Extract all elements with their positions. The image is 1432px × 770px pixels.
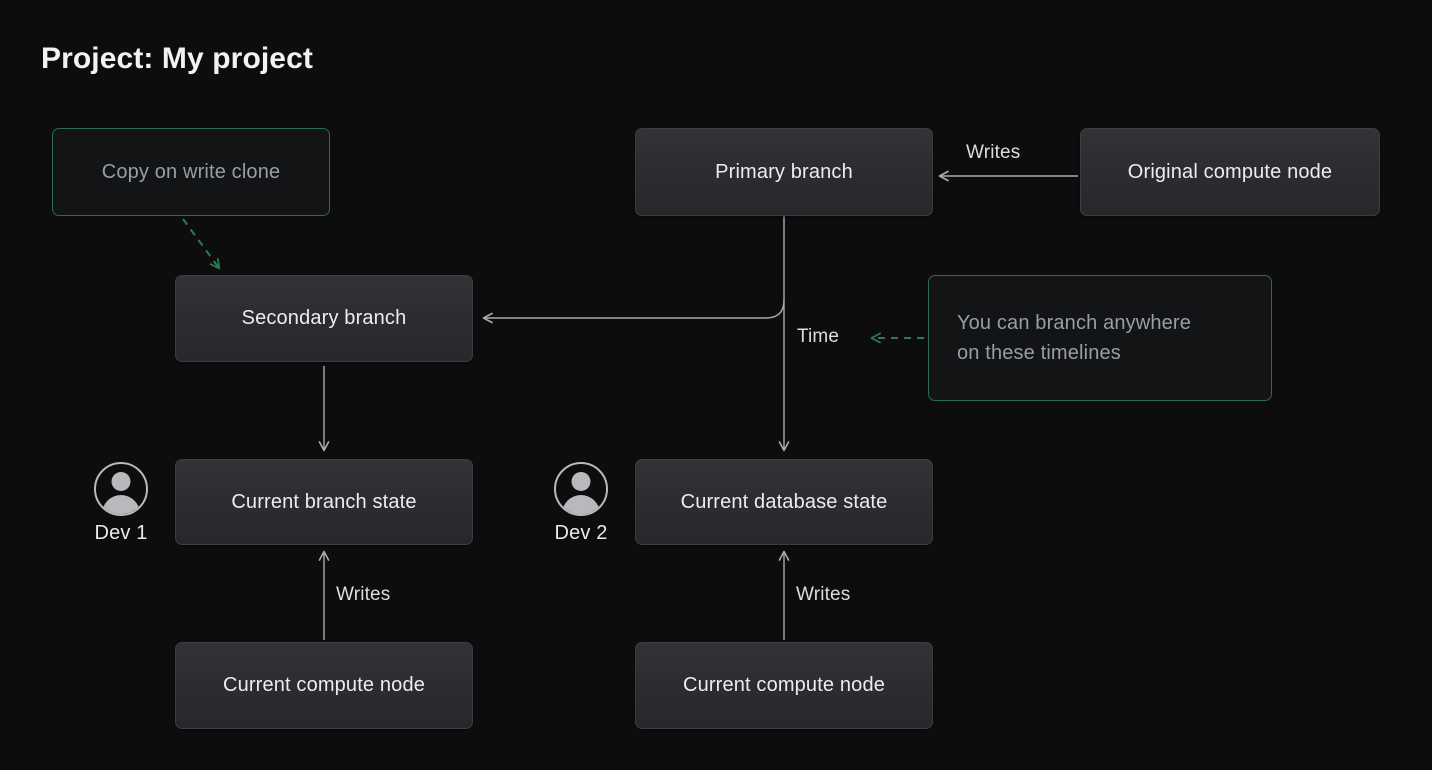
node-secondary-branch-label: Secondary branch <box>241 307 407 329</box>
node-current-database-state-label: Current database state <box>680 490 888 513</box>
node-current-compute-node-left-label: Current compute node <box>222 674 425 696</box>
edge-label-writes-left: Writes <box>336 584 391 605</box>
user-avatar-icon <box>94 462 148 516</box>
actor-dev-2: Dev 2 <box>554 462 608 545</box>
actor-dev-1: Dev 1 <box>94 462 148 545</box>
node-current-branch-state[interactable]: Current branch state <box>175 459 473 545</box>
wire-clone-to-secondary-branch <box>182 218 221 270</box>
actor-dev-1-label: Dev 1 <box>94 522 148 544</box>
actor-dev-2-label: Dev 2 <box>554 522 608 544</box>
node-primary-branch[interactable]: Primary branch <box>635 128 933 216</box>
node-current-compute-node-right[interactable]: Current compute node <box>635 642 933 729</box>
node-secondary-branch[interactable]: Secondary branch <box>175 275 473 362</box>
avatar-head <box>571 472 591 491</box>
node-current-database-state[interactable]: Current database state <box>635 459 933 545</box>
wire-primary-to-secondary-branch <box>482 299 785 324</box>
edge-label-writes-right: Writes <box>796 584 851 605</box>
edge-label-writes-top: Writes <box>966 142 1021 163</box>
note-branch-anywhere-line1: You can branch anywhere <box>957 311 1191 334</box>
node-original-compute-node[interactable]: Original compute node <box>1080 128 1380 216</box>
node-original-compute-node-label: Original compute node <box>1127 160 1333 183</box>
note-branch-anywhere-line2: on these timelines <box>957 342 1121 364</box>
page-title: Project: My project <box>41 42 313 75</box>
note-copy-on-write-clone: Copy on write clone <box>52 128 330 216</box>
note-branch-anywhere-text: You can branch anywhere on these timelin… <box>957 308 1191 369</box>
note-copy-on-write-clone-label: Copy on write clone <box>101 160 281 183</box>
note-branch-anywhere: You can branch anywhere on these timelin… <box>928 275 1272 401</box>
node-current-compute-node-left[interactable]: Current compute node <box>175 642 473 729</box>
node-current-branch-state-label: Current branch state <box>231 490 417 513</box>
edge-label-time: Time <box>797 326 840 347</box>
node-primary-branch-label: Primary branch <box>715 160 853 183</box>
node-current-compute-node-right-label: Current compute node <box>682 674 885 696</box>
avatar-body <box>562 495 600 514</box>
avatar-head <box>111 472 131 491</box>
user-avatar-icon <box>554 462 608 516</box>
avatar-body <box>102 495 140 514</box>
